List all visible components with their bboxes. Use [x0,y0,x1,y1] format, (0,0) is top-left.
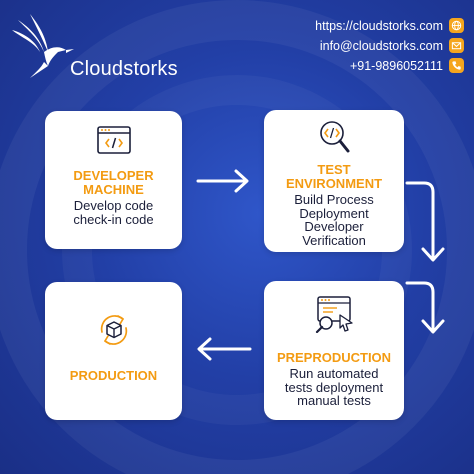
node-production: PRODUCTION [45,282,182,420]
desc-line: Develop code [73,198,154,213]
contact-info: https://cloudstorks.com info@cloudstorks… [224,16,464,76]
title-line: MACHINE [83,182,144,197]
node-description: Build Process Deployment Developer Verif… [264,193,404,247]
node-test-environment: TEST ENVIRONMENT Build Process Deploymen… [264,110,404,252]
contact-website[interactable]: https://cloudstorks.com [224,16,464,35]
stork-logo-icon [12,14,74,78]
desc-line: Build Process [294,192,374,207]
title-line: ENVIRONMENT [285,176,383,191]
arrow-preproduction-to-production [197,337,252,361]
mail-icon [449,38,464,53]
arrow-test-to-preproduction [405,181,445,334]
desc-line: manual tests [297,393,371,408]
title-line: DEVELOPER [73,168,154,183]
desc-line: Run automated [289,366,379,381]
node-description: Develop code check-in code [45,199,182,226]
node-title: TEST ENVIRONMENT [264,163,404,191]
node-developer-machine: DEVELOPER MACHINE Develop code check-in … [45,111,182,249]
arrow-developer-to-test [196,169,249,193]
contact-phone[interactable]: +91-9896052111 [224,56,464,75]
email-link[interactable]: info@cloudstorks.com [319,38,443,53]
node-title: PRODUCTION [45,369,182,383]
globe-icon [449,18,464,33]
title-line: PREPRODUCTION [276,350,392,365]
desc-line: Verification [302,232,366,248]
title-line: TEST [317,162,351,177]
phone-link[interactable]: +91-9896052111 [349,58,443,73]
title-line: PRODUCTION [69,368,158,383]
node-preproduction: PREPRODUCTION Run automated tests deploy… [264,281,404,420]
browser-test-icon [315,296,353,333]
brand-name: Cloudstorks [70,58,178,80]
website-link[interactable]: https://cloudstorks.com [315,18,443,33]
code-window-icon [96,126,131,154]
desc-line: tests deployment [284,379,384,395]
desc-line: Developer [304,219,364,234]
brand-logo: Cloudstorks [8,12,208,92]
desc-line: check-in code [73,211,154,227]
phone-icon [449,58,464,73]
node-title: PREPRODUCTION [264,351,404,365]
node-description: Run automated tests deployment manual te… [264,367,404,408]
node-title: DEVELOPER MACHINE [45,169,182,197]
code-search-icon [320,121,350,153]
desc-line: Deployment [299,205,369,221]
package-cycle-icon [100,315,127,345]
contact-email[interactable]: info@cloudstorks.com [224,36,464,55]
